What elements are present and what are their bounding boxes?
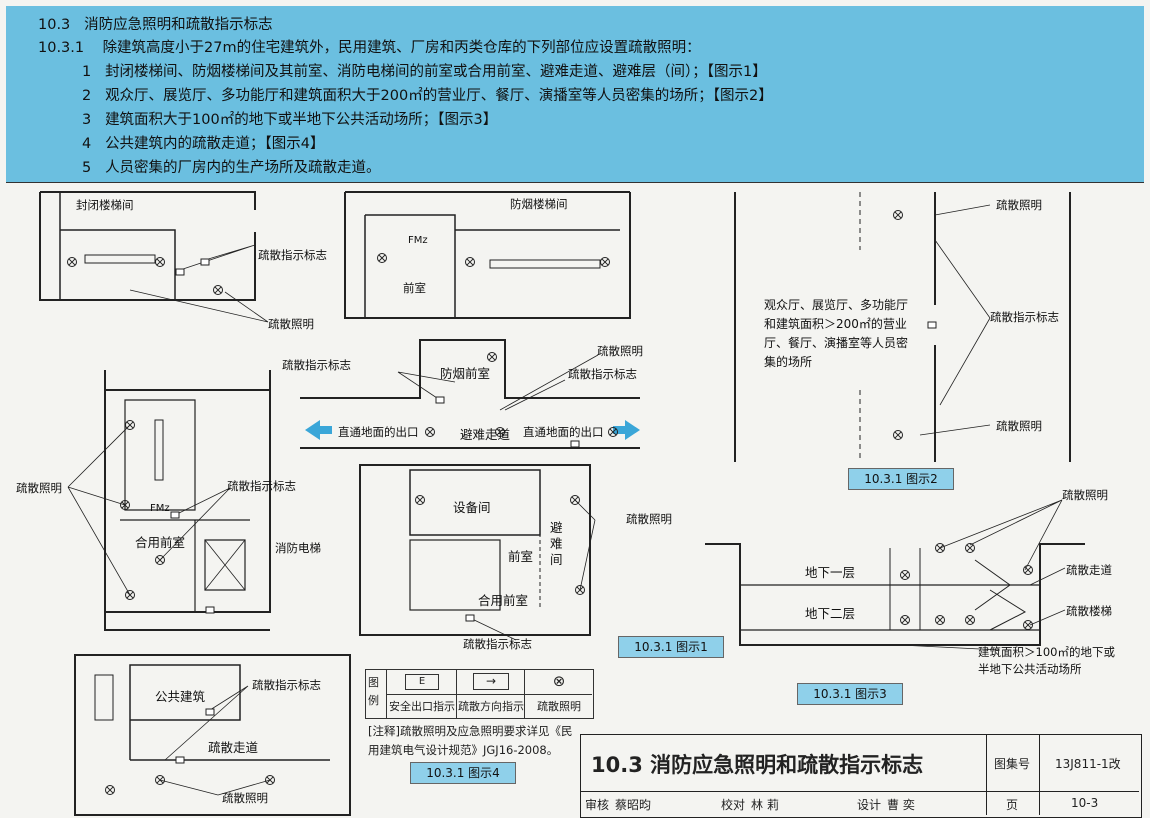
exit-left-label: 直通地面的出口 xyxy=(338,425,419,439)
enclosed-stair-label: 封闭楼梯间 xyxy=(76,198,134,212)
light-label: 疏散照明 xyxy=(16,481,62,495)
note-line: 用建筑电气设计规范》JGJ16-2008。 xyxy=(368,743,559,757)
exit-right-label: 直通地面的出口 xyxy=(523,425,604,439)
corridor-label: 疏散走道 xyxy=(208,740,259,755)
anteroom-label: 前室 xyxy=(508,549,534,564)
exit-sign-symbol: E xyxy=(405,674,439,690)
smoke-anteroom-label: 防烟前室 xyxy=(440,366,491,381)
title-block: 10.3 消防应急照明和疏散指示标志 图集号 13J811-1改 审核 蔡昭昀 … xyxy=(580,734,1142,818)
sign-label: 疏散指示标志 xyxy=(463,637,532,651)
clause-text: 除建筑高度小于27m的住宅建筑外，民用建筑、厂房和丙类仓库的下列部位应设置疏散照… xyxy=(102,40,701,56)
legend: 图例 E 安全出口指示 → 疏散方向指示 ⊗ 疏散照明 xyxy=(365,669,594,719)
note-line: [注释]疏散照明及应急照明要求详见《民 xyxy=(368,724,573,738)
basement2-label: 地下二层 xyxy=(805,606,856,621)
page-number: 10-3 xyxy=(1071,796,1099,810)
legend-text: 疏散照明 xyxy=(537,700,581,713)
refuge-corridor-label: 避难走道 xyxy=(460,427,511,442)
stairs-label: 疏散楼梯 xyxy=(1066,604,1112,618)
design-label: 设计 xyxy=(857,798,882,812)
light-label: 疏散照明 xyxy=(268,317,314,331)
check-label: 校对 xyxy=(721,798,746,812)
clause-item: 1 封闭楼梯间、防烟楼梯间及其前室、消防电梯间的前室或合用前室、避难走道、避难层… xyxy=(82,64,767,80)
sign-label: 疏散指示标志 xyxy=(568,367,637,381)
atlas-number: 13J811-1改 xyxy=(1055,757,1121,771)
clause-item: 4 公共建筑内的疏散走道；【图示4】 xyxy=(82,136,325,152)
public-building-label: 公共建筑 xyxy=(155,689,206,704)
legend-item: ⊗ 疏散照明 xyxy=(524,670,593,718)
atlas-label: 图集号 xyxy=(994,757,1031,771)
light-label: 疏散照明 xyxy=(996,198,1042,212)
legend-text: 安全出口指示 xyxy=(389,700,455,713)
figure-caption: 10.3.1 图示2 xyxy=(848,468,954,490)
anteroom-label: 前室 xyxy=(403,281,426,295)
sign-label: 疏散指示标志 xyxy=(990,310,1059,324)
figure-caption: 10.3.1 图示4 xyxy=(410,762,516,784)
sign-label: 疏散指示标志 xyxy=(227,479,296,493)
clause-item: 2 观众厅、展览厅、多功能厅和建筑面积大于200㎡的营业厅、餐厅、演播室等人员密… xyxy=(82,88,773,104)
sign-label: 疏散指示标志 xyxy=(252,678,321,692)
figure-caption: 10.3.1 图示1 xyxy=(618,636,724,658)
equipment-room-label: 设备间 xyxy=(453,500,491,515)
figure-caption: 10.3.1 图示3 xyxy=(797,683,903,705)
light-label: 疏散照明 xyxy=(597,344,643,358)
light-label: 疏散照明 xyxy=(996,419,1042,433)
clause-number: 10.3.1 xyxy=(38,40,85,56)
review-label: 审核 xyxy=(585,798,610,812)
section-title: 消防应急照明和疏散指示标志 xyxy=(84,17,273,33)
note: [注释]疏散照明及应急照明要求详见《民 用建筑电气设计规范》JGJ16-2008… xyxy=(368,722,572,760)
light-label: 疏散照明 xyxy=(222,791,268,805)
shared-anteroom-label: 合用前室 xyxy=(478,593,529,608)
light-label: 疏散照明 xyxy=(1062,488,1108,502)
legend-text: 疏散方向指示 xyxy=(458,700,524,713)
area-note: 建筑面积＞100㎡的地下或半地下公共活动场所 xyxy=(978,645,1115,676)
legend-item: → 疏散方向指示 xyxy=(456,670,525,718)
refuge-room-label: 避难间 xyxy=(550,520,563,567)
light-label: 疏散照明 xyxy=(626,512,672,526)
clause-item: 3 建筑面积大于100㎡的地下或半地下公共活动场所；【图示3】 xyxy=(82,112,498,128)
clause-line: 10.3.1 除建筑高度小于27m的住宅建筑外，民用建筑、厂房和丙类仓库的下列部… xyxy=(38,37,701,59)
section-number: 10.3 xyxy=(38,17,71,33)
basement1-label: 地下一层 xyxy=(805,565,856,580)
legend-item: E 安全出口指示 xyxy=(386,670,457,718)
fmz-label: FMz xyxy=(408,235,428,246)
sign-label: 疏散指示标志 xyxy=(282,358,351,372)
reviewer-name: 蔡昭昀 xyxy=(615,798,652,812)
hall-description: 观众厅、展览厅、多功能厅和建筑面积＞200㎡的营业厅、餐厅、演播室等人员密集的场… xyxy=(764,298,909,369)
legend-title: 图例 xyxy=(368,676,379,707)
corridor-label: 疏散走道 xyxy=(1066,563,1112,577)
shared-anteroom-label: 合用前室 xyxy=(135,535,186,550)
fmz-label: FMz xyxy=(150,503,170,514)
direction-arrow-icon: → xyxy=(473,673,509,690)
fire-elevator-label: 消防电梯 xyxy=(275,541,321,555)
title-block-title: 10.3 消防应急照明和疏散指示标志 xyxy=(591,753,924,777)
clause-item: 5 人员密集的厂房内的生产场所及疏散走道。 xyxy=(82,160,381,176)
designer-name: 曹 奕 xyxy=(887,798,915,812)
lamp-icon: ⊗ xyxy=(552,672,566,690)
section-heading: 10.3 消防应急照明和疏散指示标志 xyxy=(38,14,273,36)
smoke-stair-label: 防烟楼梯间 xyxy=(510,197,568,211)
page-label: 页 xyxy=(1006,798,1019,812)
sign-label: 疏散指示标志 xyxy=(258,248,327,262)
checker-name: 林 莉 xyxy=(751,798,779,812)
clause-text-box xyxy=(6,6,1144,183)
